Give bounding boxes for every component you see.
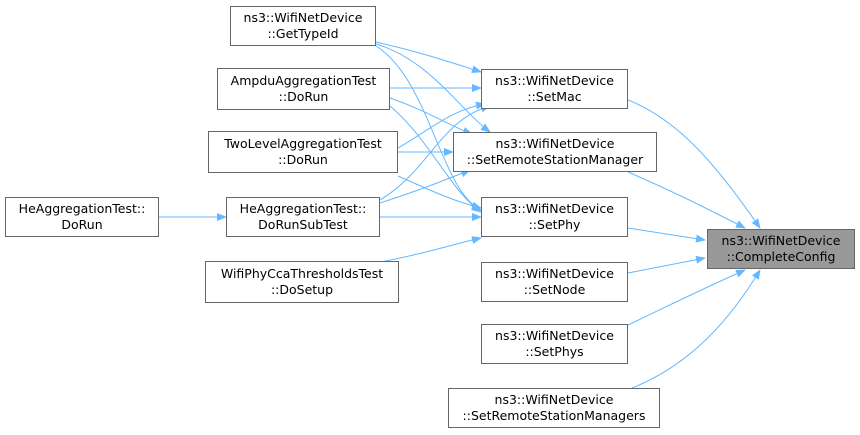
node-ampdu-dorun[interactable]: AmpduAggregationTest ::DoRun bbox=[217, 68, 390, 110]
edge-setrsm-completeconfig bbox=[627, 171, 746, 229]
node-completeconfig-line1: ns3::WifiNetDevice bbox=[721, 233, 841, 248]
node-cca-dosetup-line2: ::DoSetup bbox=[270, 282, 334, 297]
edge-setphy-completeconfig bbox=[627, 227, 706, 243]
edge-ampdu-setphy bbox=[389, 105, 482, 213]
node-setremotestationmanagers[interactable]: ns3::WifiNetDevice ::SetRemoteStationMan… bbox=[448, 388, 660, 428]
edge-twolevel-setphy bbox=[397, 175, 482, 210]
node-ampdu-dorun-line1: AmpduAggregationTest bbox=[230, 73, 377, 88]
node-setmac-line1: ns3::WifiNetDevice bbox=[495, 73, 614, 88]
node-setphy-line2: ::SetPhy bbox=[528, 217, 581, 232]
edge-cca-setphy bbox=[379, 236, 482, 263]
node-setremotestationmanagers-line1: ns3::WifiNetDevice bbox=[494, 392, 614, 407]
node-twolevel-dorun[interactable]: TwoLevelAggregationTest ::DoRun bbox=[208, 131, 398, 173]
node-setremotestationmanager[interactable]: ns3::WifiNetDevice ::SetRemoteStationMan… bbox=[453, 132, 657, 172]
node-setphy[interactable]: ns3::WifiNetDevice ::SetPhy bbox=[481, 197, 628, 237]
node-setmac-line2: ::SetMac bbox=[527, 89, 582, 104]
edge-setmac-completeconfig bbox=[627, 99, 761, 229]
node-ampdu-dorun-line2: ::DoRun bbox=[278, 89, 329, 104]
edge-twolevel-setmac bbox=[397, 101, 486, 149]
node-he-dorunsubtest-line1: HeAggregationTest:: bbox=[239, 201, 367, 216]
edge-hesub-setrsm bbox=[379, 169, 471, 204]
node-setnode-line2: ::SetNode bbox=[523, 282, 586, 297]
node-gettypeid-line2: ::GetTypeId bbox=[267, 26, 339, 41]
node-gettypeid-line1: ns3::WifiNetDevice bbox=[243, 10, 363, 25]
edge-setphys-completeconfig bbox=[627, 269, 746, 326]
node-completeconfig: ns3::WifiNetDevice ::CompleteConfig bbox=[707, 229, 855, 269]
edge-gettypeid-setrsm bbox=[375, 43, 491, 133]
node-setremotestationmanager-line2: ::SetRemoteStationManager bbox=[466, 152, 644, 167]
node-cca-dosetup-line1: WifiPhyCcaThresholdsTest bbox=[220, 266, 384, 281]
node-he-dorun-line1: HeAggregationTest:: bbox=[18, 201, 146, 216]
edge-gettypeid-setmac bbox=[375, 41, 482, 74]
node-setremotestationmanagers-line2: ::SetRemoteStationManagers bbox=[462, 408, 646, 423]
node-gettypeid[interactable]: ns3::WifiNetDevice ::GetTypeId bbox=[230, 6, 376, 46]
node-he-dorunsubtest[interactable]: HeAggregationTest:: DoRunSubTest bbox=[226, 197, 380, 237]
edge-setrsms-completeconfig bbox=[631, 269, 761, 389]
node-setnode-line1: ns3::WifiNetDevice bbox=[495, 266, 614, 281]
edge-setnode-completeconfig bbox=[627, 255, 706, 274]
node-setphys[interactable]: ns3::WifiNetDevice ::SetPhys bbox=[481, 324, 628, 364]
node-setnode[interactable]: ns3::WifiNetDevice ::SetNode bbox=[481, 262, 628, 302]
node-setphy-line1: ns3::WifiNetDevice bbox=[495, 201, 614, 216]
node-setremotestationmanager-line1: ns3::WifiNetDevice bbox=[495, 136, 615, 151]
node-cca-dosetup[interactable]: WifiPhyCcaThresholdsTest ::DoSetup bbox=[205, 261, 399, 303]
node-setphys-line2: ::SetPhys bbox=[525, 344, 584, 359]
node-setmac[interactable]: ns3::WifiNetDevice ::SetMac bbox=[481, 69, 628, 109]
node-twolevel-dorun-line1: TwoLevelAggregationTest bbox=[224, 136, 382, 151]
node-twolevel-dorun-line2: ::DoRun bbox=[278, 152, 328, 167]
edge-ampdu-setrsm bbox=[389, 97, 473, 135]
node-he-dorun[interactable]: HeAggregationTest:: DoRun bbox=[5, 197, 159, 237]
edge-gettypeid-setphy bbox=[375, 45, 482, 211]
edge-hesub-setmac bbox=[379, 104, 491, 201]
node-setphys-line1: ns3::WifiNetDevice bbox=[495, 328, 614, 343]
node-he-dorun-line2: DoRun bbox=[61, 217, 103, 232]
node-he-dorunsubtest-line2: DoRunSubTest bbox=[258, 217, 348, 232]
node-completeconfig-line2: ::CompleteConfig bbox=[726, 249, 836, 264]
